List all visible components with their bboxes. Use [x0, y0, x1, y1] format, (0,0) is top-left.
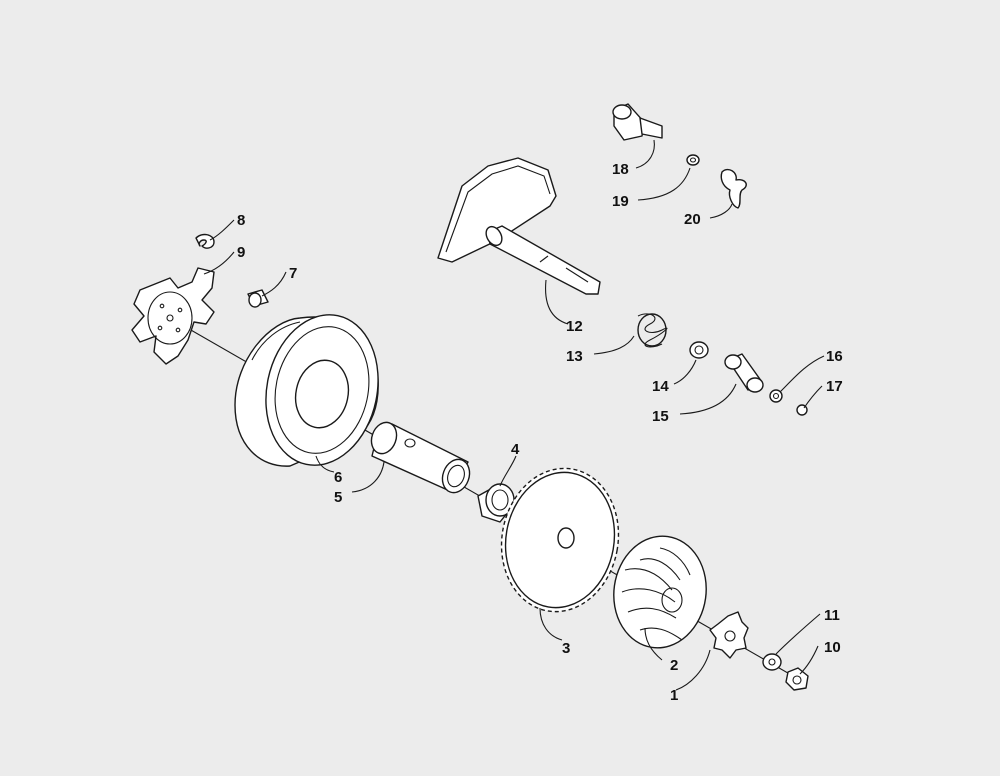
part-4-bearing	[477, 483, 517, 523]
part-11-washer	[762, 653, 782, 671]
callout-1: 1	[670, 687, 678, 704]
leader-9	[203, 251, 235, 275]
leader-6	[315, 455, 335, 473]
part-10-nut	[785, 667, 809, 691]
leader-14	[673, 359, 697, 385]
part-1-sprocket	[709, 611, 749, 659]
part-9-star-plate	[131, 267, 215, 365]
part-15-bushing	[724, 353, 764, 393]
leader-12	[545, 279, 569, 325]
callout-9: 9	[237, 244, 245, 261]
leader-15	[679, 383, 737, 415]
callout-19: 19	[612, 193, 629, 210]
callout-17: 17	[826, 378, 843, 395]
part-8-clip	[195, 233, 215, 249]
callout-12: 12	[566, 318, 583, 335]
part-16-washer	[769, 389, 783, 403]
callout-16: 16	[826, 348, 843, 365]
leader-10	[799, 645, 819, 675]
leader-8	[209, 219, 235, 241]
callout-20: 20	[684, 211, 701, 228]
part-2-fan	[613, 535, 707, 649]
part-19-washer	[686, 154, 700, 166]
leader-17	[803, 385, 823, 409]
callout-10: 10	[824, 639, 841, 656]
part-13-spring	[637, 313, 668, 348]
callout-8: 8	[237, 212, 245, 229]
leader-20	[709, 203, 733, 219]
leader-5	[351, 461, 385, 493]
leader-2	[644, 627, 663, 661]
callouts: 1 2 3 4 5 6 7 8 9 10 11 12 13 14 15 16 1…	[237, 161, 843, 704]
part-12-sector-shaft	[437, 157, 601, 295]
leader-4	[499, 455, 517, 487]
callout-4: 4	[511, 441, 520, 458]
callout-14: 14	[652, 378, 669, 395]
callout-6: 6	[334, 469, 342, 486]
leader-3	[539, 607, 563, 641]
leader-lines	[203, 139, 825, 691]
part-3-large-gear	[500, 467, 620, 613]
callout-11: 11	[824, 607, 840, 624]
part-7-pin	[247, 289, 269, 308]
leader-1	[675, 649, 711, 691]
part-20-clip	[720, 168, 747, 209]
part-18-shaft-head	[612, 103, 663, 141]
callout-18: 18	[612, 161, 629, 178]
callout-15: 15	[652, 408, 669, 425]
leader-11	[775, 613, 821, 655]
callout-3: 3	[562, 640, 570, 657]
leader-19	[637, 167, 691, 201]
callout-7: 7	[289, 265, 297, 282]
callout-5: 5	[334, 489, 342, 506]
leader-7	[261, 271, 287, 297]
part-14-ring	[689, 341, 709, 359]
part-5-sleeve	[370, 421, 471, 494]
leader-13	[593, 335, 635, 355]
part-6-drum	[234, 314, 379, 467]
callout-13: 13	[566, 348, 583, 365]
leader-18	[635, 139, 655, 169]
callout-2: 2	[670, 657, 678, 674]
leader-16	[779, 355, 825, 393]
